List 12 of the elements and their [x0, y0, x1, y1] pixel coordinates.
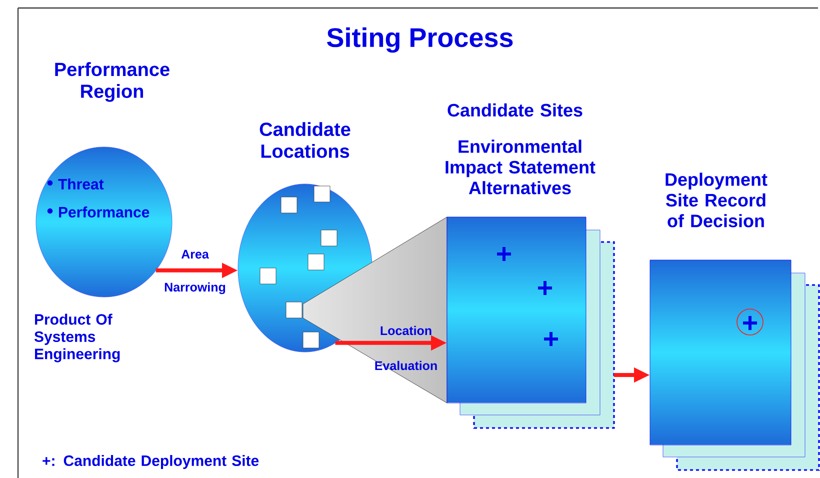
- heading: Performance Region: [55, 62, 170, 102]
- bullet-text: Threat: [58, 178, 104, 190]
- note: Product Of Systems Engineering: [34, 314, 120, 362]
- edge-label: Area Narrowing: [164, 250, 226, 294]
- bullet-text: Performance: [59, 206, 150, 218]
- heading: Environmental Impact Statement Alternatives: [446, 140, 596, 194]
- edge-label: Location Evaluation: [375, 326, 437, 370]
- heading: Candidate Sites: [448, 103, 582, 117]
- heading: Candidate Locations: [260, 122, 350, 158]
- note: +: Candidate Deployment Site: [42, 455, 259, 469]
- title: Siting Process: [327, 27, 513, 53]
- heading: Deployment Site Record of Decision: [666, 172, 768, 228]
